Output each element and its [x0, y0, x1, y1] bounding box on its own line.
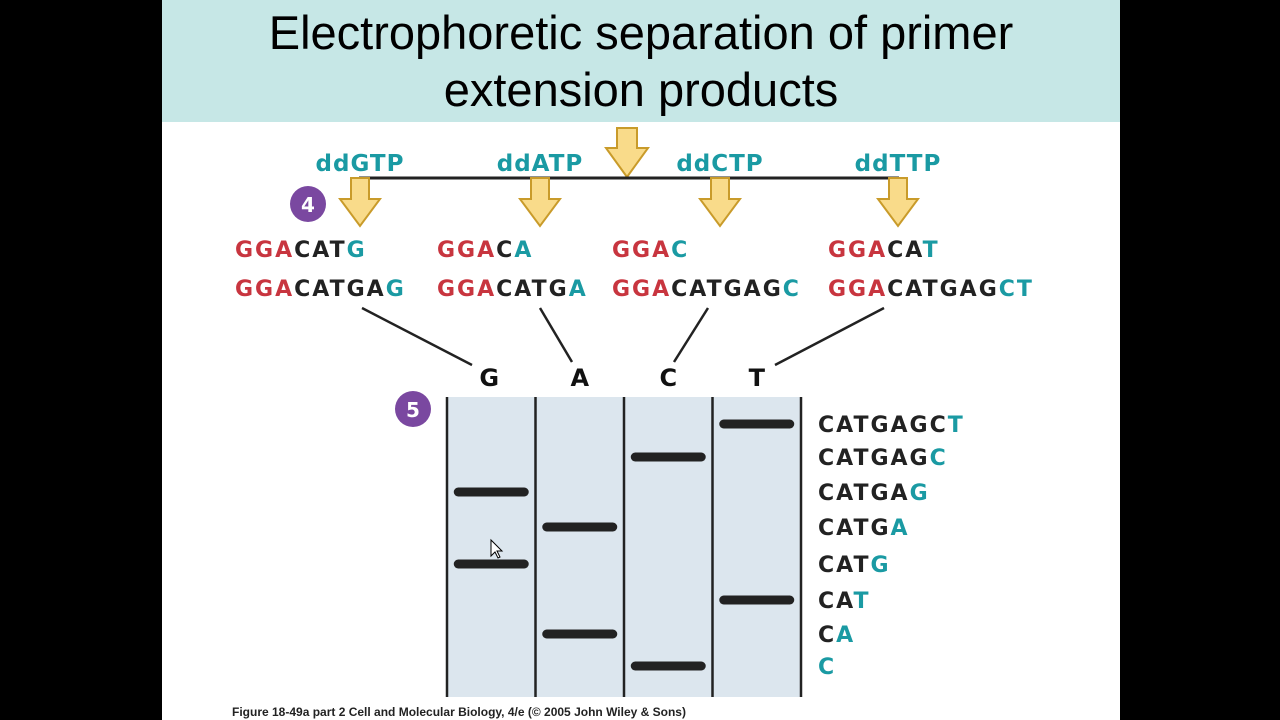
dd-label-g: ddGTP — [316, 151, 405, 177]
band-label-body: C — [818, 623, 836, 648]
band-sequence-label: CA — [818, 623, 855, 648]
down-arrow-icon — [338, 177, 382, 228]
connector-c — [672, 307, 710, 363]
fragment-sequence: GGAC — [612, 238, 689, 263]
step-5-badge — [395, 391, 431, 427]
slide-title: Electrophoretic separation of primer ext… — [162, 4, 1120, 118]
band-label-body: CATGA — [818, 481, 910, 506]
fragment-sequence: GGACAT — [828, 238, 940, 263]
band-label-end: C — [818, 655, 836, 680]
fragment-primer: GGA — [612, 238, 671, 263]
fragment-end: T — [923, 238, 940, 263]
band-sequence-label: CAT — [818, 589, 870, 614]
fragment-end: C — [671, 238, 689, 263]
fragment-end: C — [783, 277, 801, 302]
figure-caption: Figure 18-49a part 2 Cell and Molecular … — [232, 705, 686, 719]
sequencing-diagram: ddGTP ddATP ddCTP ddTTP 4 5 GGACATGGGACA… — [235, 127, 1034, 697]
fragment-body: CATGAG — [887, 277, 999, 302]
lane-header-c: C — [659, 364, 677, 392]
fragment-end: G — [386, 277, 406, 302]
step-5-label: 5 — [406, 398, 420, 422]
fragment-end: A — [514, 238, 533, 263]
band-label-body: CAT — [818, 553, 870, 578]
fragment-sequence: GGACATG — [235, 238, 367, 263]
fragment-sequence: GGACA — [437, 238, 533, 263]
band-label-body: CATG — [818, 516, 891, 541]
down-arrow-icon — [518, 177, 562, 228]
fragment-sequence: GGACATGAGC — [612, 277, 801, 302]
band-label-body: CATGAG — [818, 446, 930, 471]
dd-label-t: ddTTP — [855, 151, 942, 177]
title-bar: Electrophoretic separation of primer ext… — [162, 0, 1120, 122]
lane-header-t: T — [749, 364, 766, 392]
fragment-body: CATGA — [294, 277, 386, 302]
fragment-primer: GGA — [235, 238, 294, 263]
band-sequence-label: CATGAGCT — [818, 413, 965, 438]
title-line-1: Electrophoretic separation of primer — [268, 6, 1014, 59]
band-label-body: CATGAGC — [818, 413, 948, 438]
fragment-end: CT — [999, 277, 1034, 302]
band-label-end: G — [870, 553, 890, 578]
slide: Electrophoretic separation of primer ext… — [162, 0, 1120, 720]
band-label-end: G — [910, 481, 930, 506]
fragment-body: CAT — [294, 238, 346, 263]
band-sequence-label: C — [818, 655, 836, 680]
fragment-body: CATG — [496, 277, 569, 302]
fragment-sequence: GGACATGA — [437, 277, 588, 302]
title-line-2: extension products — [443, 63, 839, 116]
band-label-end: T — [853, 589, 870, 614]
lane-header-g: G — [479, 364, 499, 392]
band-sequence-label: CATG — [818, 553, 891, 578]
dd-label-c: ddCTP — [676, 151, 763, 177]
fragment-body: CA — [887, 238, 922, 263]
band-label-body: CA — [818, 589, 853, 614]
down-arrow-icon — [876, 177, 920, 228]
connector-a — [538, 307, 574, 363]
fragment-primer: GGA — [235, 277, 294, 302]
input-arrow-icon — [604, 127, 650, 179]
step-4-badge — [290, 186, 326, 222]
down-arrow-icon — [698, 177, 742, 228]
right-black-strip — [1120, 0, 1280, 720]
fragment-primer: GGA — [437, 238, 496, 263]
fragment-end: G — [347, 238, 367, 263]
band-label-end: C — [930, 446, 948, 471]
fragment-primer: GGA — [612, 277, 671, 302]
fragment-sequence: GGACATGAGCT — [828, 277, 1034, 302]
lane-header-a: A — [570, 364, 589, 392]
band-sequence-label: CATGAG — [818, 481, 930, 506]
fragment-body: CATGAG — [671, 277, 783, 302]
fragment-primer: GGA — [828, 238, 887, 263]
connector-t — [774, 306, 885, 367]
mouse-cursor-icon — [490, 538, 504, 559]
fragment-body: C — [496, 238, 514, 263]
band-label-end: T — [948, 413, 965, 438]
connector-g — [361, 306, 473, 367]
band-sequence-label: CATGAGC — [818, 446, 948, 471]
band-sequence-label: CATGA — [818, 516, 910, 541]
band-label-end: A — [836, 623, 855, 648]
step-4-label: 4 — [301, 193, 315, 217]
gel-lane-dividers — [445, 397, 803, 697]
fragment-sequence: GGACATGAG — [235, 277, 406, 302]
fragment-end: A — [569, 277, 588, 302]
fragment-primer: GGA — [828, 277, 887, 302]
band-label-end: A — [891, 516, 910, 541]
dd-label-a: ddATP — [497, 151, 584, 177]
fragment-primer: GGA — [437, 277, 496, 302]
